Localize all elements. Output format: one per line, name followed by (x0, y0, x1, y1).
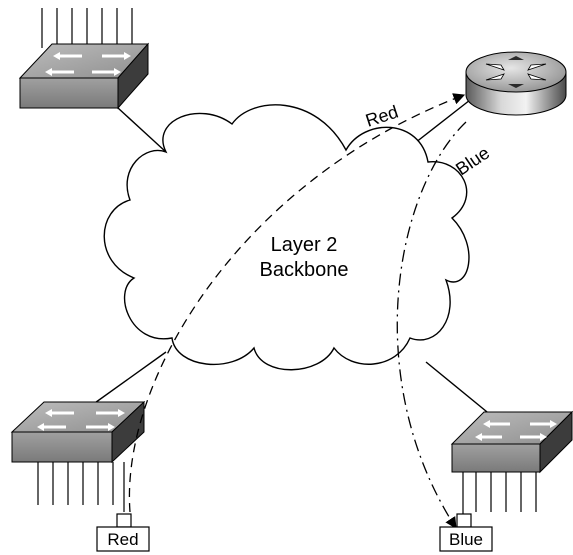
link-top-left-switch (117, 107, 167, 153)
red-host-port (116, 513, 132, 528)
switch-icon (450, 410, 573, 515)
red-host-label: Red (107, 530, 138, 549)
switch-icon (18, 8, 150, 110)
cloud-label-line2: Backbone (260, 259, 349, 281)
link-bottom-left-switch (91, 351, 167, 406)
cloud-label-line1: Layer 2 (271, 234, 338, 256)
link-bottom-right-switch (425, 361, 493, 417)
blue-path-line (396, 121, 467, 529)
red-path-line (128, 93, 466, 513)
switch-icon (10, 400, 146, 512)
blue-host: Blue (439, 513, 493, 552)
cloud-icon (103, 104, 470, 371)
blue-host-label: Blue (449, 530, 483, 549)
blue-host-port (456, 513, 472, 528)
blue-host-box (439, 526, 493, 552)
red-host: Red (96, 513, 150, 552)
router-icon (465, 51, 567, 116)
red-host-box (96, 526, 150, 552)
red-path-label: Red (363, 102, 401, 131)
